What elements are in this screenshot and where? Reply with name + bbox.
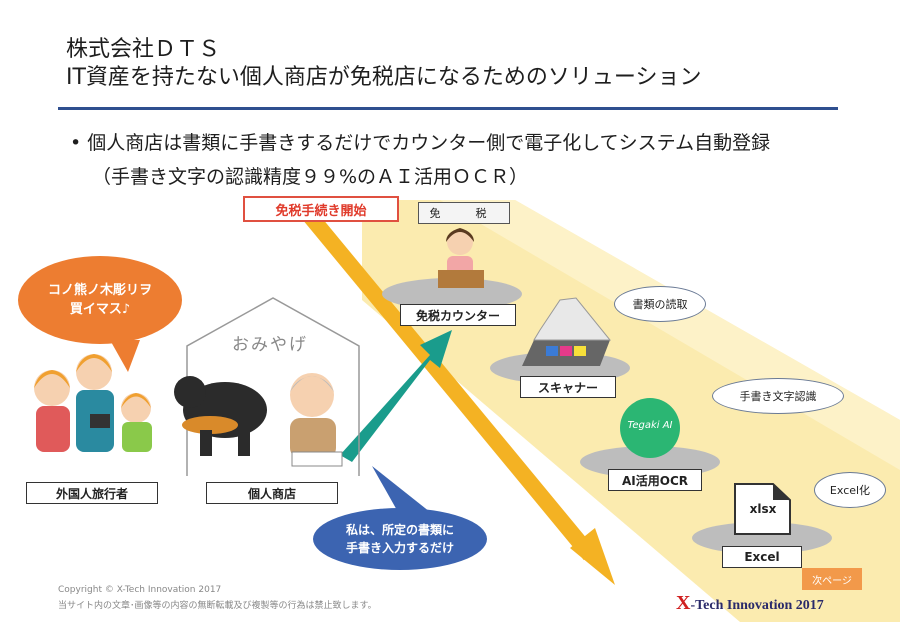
excel-bubble: Excel化 xyxy=(814,472,886,508)
logo-x: X xyxy=(676,592,691,614)
logo-text: -Tech Innovation 2017 xyxy=(690,598,824,613)
clerk-illustration xyxy=(438,228,484,288)
recognition-bubble: 手書き文字認識 xyxy=(712,378,844,414)
main-bullet: • 個人商店は書類に手書きするだけでカウンター側で電子化してシステム自動登録 xyxy=(70,132,771,154)
shop-speech-bubble: 私は、所定の書類に 手書き入力するだけ xyxy=(313,508,487,570)
tourist-speech-tail xyxy=(110,340,140,372)
notice-text: 当サイト内の文章･画像等の内容の無断転載及び複製等の行為は禁止致します。 xyxy=(58,601,377,611)
souvenir-label: おみやげ xyxy=(232,335,308,355)
title-divider xyxy=(58,107,838,110)
flow-arrow-head xyxy=(570,528,615,585)
ocr-logo-circle xyxy=(620,398,680,458)
shop-label: 個人商店 xyxy=(206,482,338,504)
shop-owner-illustration xyxy=(290,373,343,467)
flow-arrow-shaft xyxy=(298,204,597,561)
scanner-label: スキャナー xyxy=(520,376,616,398)
ocr-label: AI活用OCR xyxy=(608,469,702,491)
bear-carving-illustration xyxy=(174,376,267,456)
tourist-speech-line1: コノ熊ノ木彫リヲ xyxy=(47,283,152,298)
tourist-speech-bubble: コノ熊ノ木彫リヲ 買イマス♪ xyxy=(18,256,182,344)
start-label: 免税手続き開始 xyxy=(243,196,399,222)
shop-speech-line2: 手書き入力するだけ xyxy=(345,541,454,555)
scan-bubble: 書類の読取 xyxy=(614,286,706,322)
handoff-arrow xyxy=(340,330,452,462)
next-page-button[interactable]: 次ページ xyxy=(802,568,862,590)
scanner-illustration xyxy=(522,297,612,366)
shop-speech-line1: 私は、所定の書類に xyxy=(345,523,454,537)
slide-headline: IT資産を持たない個人商店が免税店になるためのソリューション xyxy=(66,65,702,90)
company-logo: X-Tech Innovation 2017 xyxy=(676,592,824,615)
shop-speech-tail xyxy=(372,466,430,512)
ocr-logo-text: Tegaki AI xyxy=(627,420,673,431)
excel-label: Excel xyxy=(722,546,802,568)
copyright-text: Copyright © X-Tech Innovation 2017 xyxy=(58,585,222,595)
company-name: 株式会社ＤＴＳ xyxy=(66,37,221,62)
xlsx-file-illustration xyxy=(734,483,791,535)
counter-sign: 免 税 xyxy=(418,202,510,224)
sub-bullet: （手書き文字の認識精度９９%のＡＩ活用ＯＣＲ） xyxy=(92,166,529,188)
tourist-speech-line2: 買イマス♪ xyxy=(69,302,131,317)
xlsx-text: xlsx xyxy=(749,502,777,516)
tourist-label: 外国人旅行者 xyxy=(26,482,158,504)
counter-label: 免税カウンター xyxy=(400,304,516,326)
counter-platform xyxy=(382,278,522,310)
tourist-family-illustration xyxy=(34,354,152,452)
